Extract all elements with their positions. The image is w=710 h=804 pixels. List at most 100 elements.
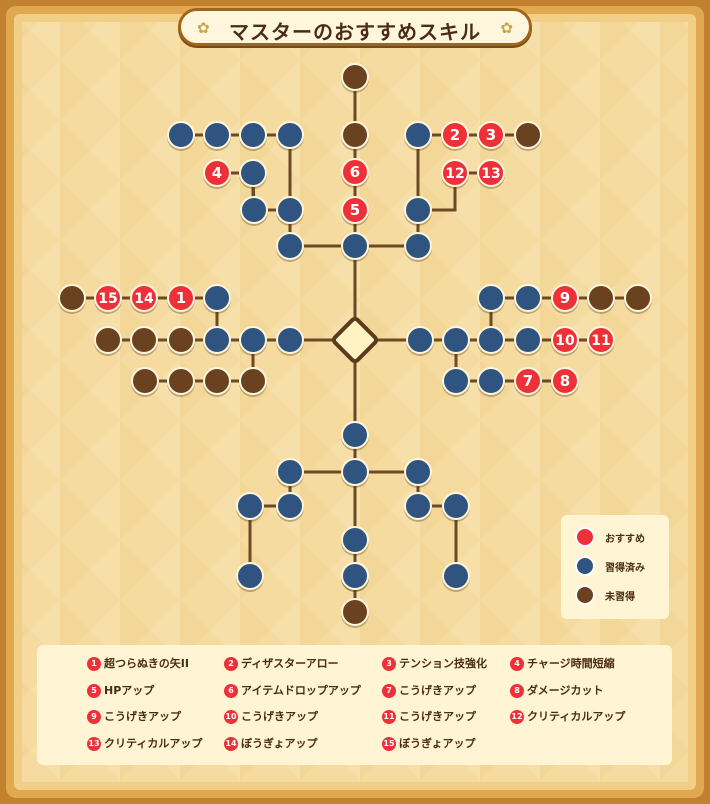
acquired-skill-node[interactable] bbox=[514, 326, 542, 356]
acquired-skill-node[interactable] bbox=[341, 458, 369, 488]
recommended-skill-node[interactable]: 10 bbox=[551, 326, 579, 356]
unacquired-skill-node[interactable] bbox=[58, 284, 86, 314]
node-number-label: 6 bbox=[350, 163, 360, 181]
acquired-skill-node[interactable] bbox=[477, 284, 505, 314]
acquired-skill-node[interactable] bbox=[276, 196, 304, 226]
page-title: マスターのおすすめスキル bbox=[229, 20, 481, 44]
unacquired-skill-node[interactable] bbox=[239, 367, 267, 397]
skill-number-badge: 13 bbox=[87, 737, 101, 751]
skill-name: ぼうぎょアップ bbox=[399, 737, 476, 750]
acquired-skill-node[interactable] bbox=[239, 326, 267, 356]
acquired-skill-node[interactable] bbox=[477, 367, 505, 397]
unacquired-skill-node[interactable] bbox=[130, 326, 158, 356]
acquired-skill-node[interactable] bbox=[239, 121, 267, 151]
unacquired-skill-node[interactable] bbox=[94, 326, 122, 356]
recommended-skill-node[interactable]: 13 bbox=[477, 159, 505, 189]
unacquired-skill-node[interactable] bbox=[624, 284, 652, 314]
acquired-skill-node[interactable] bbox=[276, 232, 304, 262]
unacquired-skill-node[interactable] bbox=[341, 598, 369, 628]
acquired-skill-node[interactable] bbox=[341, 232, 369, 262]
acquired-skill-node[interactable] bbox=[203, 121, 231, 151]
recommended-skill-node[interactable]: 12 bbox=[441, 159, 469, 189]
acquired-skill-node[interactable] bbox=[236, 562, 264, 592]
recommended-skill-node[interactable]: 9 bbox=[551, 284, 579, 314]
acquired-skill-node[interactable] bbox=[203, 284, 231, 314]
recommended-skill-node[interactable]: 3 bbox=[477, 121, 505, 151]
unacquired-dot-icon bbox=[575, 585, 595, 605]
acquired-skill-node[interactable] bbox=[477, 326, 505, 356]
acquired-skill-node[interactable] bbox=[404, 492, 432, 522]
acquired-skill-node[interactable] bbox=[404, 232, 432, 262]
node-number-label: 8 bbox=[560, 372, 570, 390]
unacquired-skill-node[interactable] bbox=[341, 63, 369, 93]
acquired-skill-node[interactable] bbox=[167, 121, 195, 151]
recommended-skill-node[interactable]: 8 bbox=[551, 367, 579, 397]
acquired-skill-node[interactable] bbox=[404, 458, 432, 488]
unacquired-skill-node[interactable] bbox=[167, 367, 195, 397]
unacquired-skill-node[interactable] bbox=[131, 367, 159, 397]
node-number-label: 11 bbox=[591, 333, 610, 349]
recommended-skill-node[interactable]: 5 bbox=[341, 196, 369, 226]
skill-name: クリティカルアップ bbox=[104, 737, 203, 750]
skill-number-badge: 8 bbox=[510, 684, 524, 698]
acquired-skill-node[interactable] bbox=[276, 492, 304, 522]
skill-number-badge: 11 bbox=[382, 710, 396, 724]
unacquired-skill-node[interactable] bbox=[514, 121, 542, 151]
acquired-skill-node[interactable] bbox=[240, 196, 268, 226]
unacquired-skill-node[interactable] bbox=[167, 326, 195, 356]
center-hub-diamond bbox=[332, 317, 378, 363]
skill-number-badge: 12 bbox=[510, 710, 524, 724]
acquired-skill-node[interactable] bbox=[341, 421, 369, 451]
skill-name: テンション技強化 bbox=[399, 657, 487, 670]
legend-label: 習得済み bbox=[605, 563, 645, 574]
node-number-label: 1 bbox=[176, 289, 186, 307]
recommended-skill-node[interactable]: 7 bbox=[514, 367, 542, 397]
node-number-label: 15 bbox=[98, 291, 117, 307]
skill-name: ダメージカット bbox=[527, 684, 604, 697]
recommended-skill-node[interactable]: 11 bbox=[587, 326, 615, 356]
acquired-skill-node[interactable] bbox=[442, 492, 470, 522]
unacquired-skill-node[interactable] bbox=[341, 121, 369, 151]
skill-name: こうげきアップ bbox=[399, 710, 476, 723]
recommended-skill-node[interactable]: 15 bbox=[94, 284, 122, 314]
node-number-label: 12 bbox=[445, 166, 464, 182]
node-number-label: 14 bbox=[134, 291, 154, 307]
skill-number-badge: 1 bbox=[87, 657, 101, 671]
skill-number-badge: 10 bbox=[224, 710, 238, 724]
acquired-skill-node[interactable] bbox=[442, 367, 470, 397]
acquired-skill-node[interactable] bbox=[203, 326, 231, 356]
acquired-skill-node[interactable] bbox=[442, 326, 470, 356]
acquired-skill-node[interactable] bbox=[404, 121, 432, 151]
unacquired-skill-node[interactable] bbox=[203, 367, 231, 397]
acquired-skill-node[interactable] bbox=[276, 326, 304, 356]
acquired-skill-node[interactable] bbox=[341, 562, 369, 592]
recommended-skill-node[interactable]: 6 bbox=[341, 158, 369, 188]
acquired-skill-node[interactable] bbox=[404, 196, 432, 226]
skill-number-badge: 6 bbox=[224, 684, 238, 698]
ornament-left-icon: ✿ bbox=[197, 19, 210, 37]
legend: おすすめ 習得済み 未習得 bbox=[561, 515, 669, 619]
acquired-skill-node[interactable] bbox=[341, 526, 369, 556]
node-number-label: 13 bbox=[481, 166, 500, 182]
skill-name: こうげきアップ bbox=[241, 710, 318, 723]
acquired-skill-node[interactable] bbox=[236, 492, 264, 522]
recommended-skill-node[interactable]: 2 bbox=[441, 121, 469, 151]
recommended-skill-node[interactable]: 1 bbox=[167, 284, 195, 314]
acquired-skill-node[interactable] bbox=[406, 326, 434, 356]
unacquired-skill-node[interactable] bbox=[587, 284, 615, 314]
acquired-skill-node[interactable] bbox=[442, 562, 470, 592]
skill-number-badge: 5 bbox=[87, 684, 101, 698]
recommended-skill-node[interactable]: 14 bbox=[130, 284, 158, 314]
recommended-skill-node[interactable]: 4 bbox=[203, 159, 231, 189]
skill-name: HPアップ bbox=[104, 684, 155, 697]
acquired-skill-node[interactable] bbox=[239, 159, 267, 189]
acquired-skill-node[interactable] bbox=[276, 121, 304, 151]
skill-number-badge: 9 bbox=[87, 710, 101, 724]
skill-number-badge: 3 bbox=[382, 657, 396, 671]
acquired-skill-node[interactable] bbox=[276, 458, 304, 488]
acquired-skill-node[interactable] bbox=[514, 284, 542, 314]
